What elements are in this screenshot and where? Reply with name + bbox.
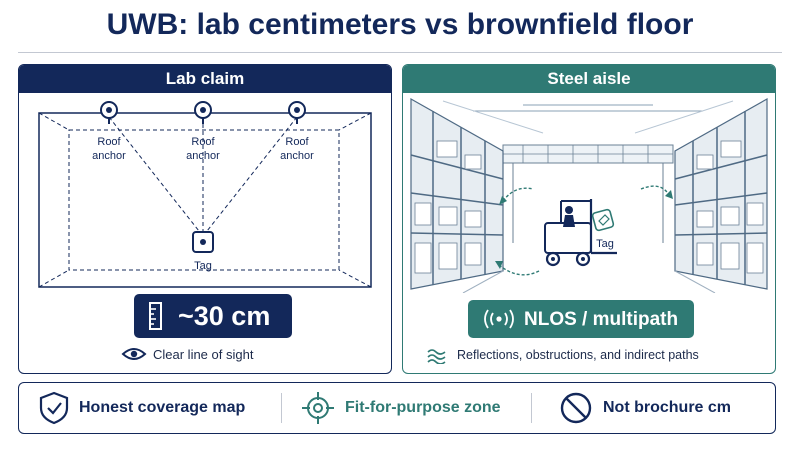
forklift-icon xyxy=(544,199,617,267)
accuracy-value: ~30 cm xyxy=(178,301,271,331)
lab-claim-header: Lab claim xyxy=(19,65,391,93)
takeaway-coverage-label: Honest coverage map xyxy=(79,399,246,416)
accuracy-badge: ~30 cm xyxy=(134,294,292,338)
ruler-icon xyxy=(149,302,162,330)
anchor-label-left-2: anchor xyxy=(92,150,126,162)
los-line-left xyxy=(108,116,200,232)
condition-badge: NLOS / multipath xyxy=(468,300,694,338)
anchor-label-center-1: Roof xyxy=(191,136,215,148)
takeaway-divider-1 xyxy=(281,393,282,423)
lab-caption: Clear line of sight xyxy=(153,347,254,362)
steel-aisle-panel: Steel aisle xyxy=(402,64,776,374)
eye-icon xyxy=(121,348,147,360)
takeaways-bar: Honest coverage map Fit-for-purpose zone… xyxy=(18,382,776,434)
aisle-caption: Reflections, obstructions, and indirect … xyxy=(457,348,699,362)
lab-diagram: Roof anchor Roof anchor Roof anchor Tag xyxy=(38,101,372,288)
left-rack xyxy=(410,97,504,290)
title-divider xyxy=(18,52,782,53)
tag-label: Tag xyxy=(194,260,212,272)
multipath-arrow-left xyxy=(502,187,534,202)
anchor-label-left-1: Roof xyxy=(97,136,121,148)
roof-anchor-center-icon xyxy=(194,101,212,124)
anchor-label-right-1: Roof xyxy=(285,136,309,148)
right-rack xyxy=(674,97,768,290)
steel-aisle-header: Steel aisle xyxy=(403,65,775,93)
takeaway-not-brochure: Not brochure cm xyxy=(559,383,731,433)
target-icon xyxy=(302,392,334,424)
tag-icon xyxy=(192,231,214,253)
anchor-label-center-2: anchor xyxy=(186,150,220,162)
prohibited-icon xyxy=(560,392,592,424)
page-title: UWB: lab centimeters vs brownfield floor xyxy=(106,8,694,41)
wave-lines-icon xyxy=(427,349,446,364)
warehouse-illustration: Tag xyxy=(410,97,768,293)
roof-anchor-right-icon xyxy=(288,101,306,124)
takeaway-not-brochure-label: Not brochure cm xyxy=(603,399,732,416)
multipath-arrow-right xyxy=(640,185,670,196)
aisle-tag-label: Tag xyxy=(596,238,614,250)
mezzanine xyxy=(502,144,674,243)
multipath-arrow-bottom-left xyxy=(498,264,540,276)
condition-value: NLOS / multipath xyxy=(524,309,679,330)
inner-room-dashed xyxy=(68,129,340,271)
signal-waves-icon xyxy=(484,309,514,329)
takeaway-coverage-map: Honest coverage map xyxy=(39,383,245,433)
takeaway-fit-zone: Fit-for-purpose zone xyxy=(301,383,501,433)
lab-claim-panel: Lab claim Roof anchor xyxy=(18,64,392,374)
takeaway-fit-zone-label: Fit-for-purpose zone xyxy=(345,399,501,416)
los-line-right xyxy=(206,116,298,232)
shield-check-icon xyxy=(39,391,69,425)
roof-anchor-left-icon xyxy=(100,101,118,124)
anchor-label-right-2: anchor xyxy=(280,150,314,162)
aisle-tag-icon xyxy=(591,208,615,232)
takeaway-divider-2 xyxy=(531,393,532,423)
